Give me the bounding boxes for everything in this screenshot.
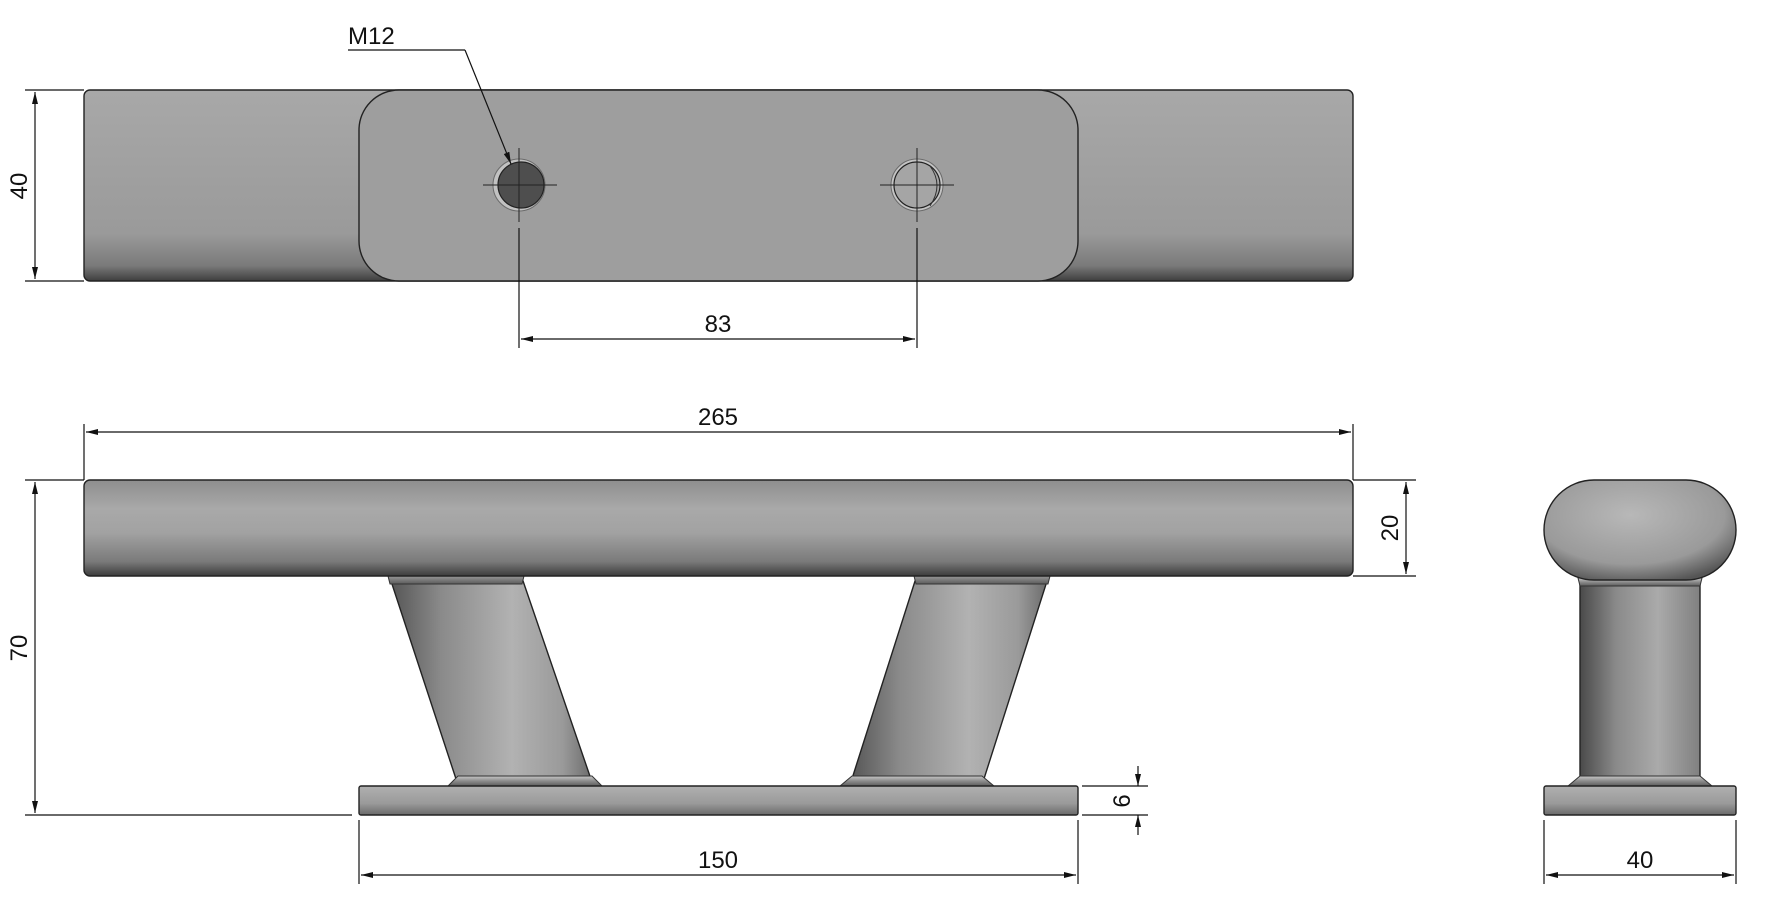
cleat-bar (83, 479, 1354, 577)
threaded-hole-right (880, 148, 954, 222)
dim-bar-thickness: 20 (1353, 479, 1416, 577)
dim-bar-thickness-label: 20 (1377, 515, 1404, 542)
base-plate (358, 785, 1079, 816)
top-view-mounting-pad (358, 89, 1079, 282)
dim-overall-height-label: 70 (6, 635, 33, 662)
cleat-leg-right (849, 577, 1049, 786)
side-cap (1543, 479, 1737, 581)
dim-base-thickness-label: 6 (1109, 794, 1136, 807)
dim-side-width-label: 40 (1627, 847, 1654, 874)
side-weld-bottom (1566, 775, 1714, 787)
thread-callout-label: M12 (348, 23, 395, 50)
cleat-leg-left (389, 577, 594, 786)
dim-hole-spacing: 83 (518, 228, 918, 348)
dim-base-length-label: 150 (698, 847, 738, 874)
dim-base-length: 150 (358, 820, 1079, 884)
side-column (1579, 579, 1701, 781)
dim-hole-spacing-label: 83 (705, 311, 732, 338)
dim-side-width: 40 (1543, 820, 1737, 884)
dim-base-thickness: 6 (1082, 766, 1148, 835)
weld-bottom-right (838, 775, 996, 787)
threaded-hole-left (483, 148, 557, 222)
dim-overall-length-label: 265 (698, 404, 738, 431)
dim-top-height: 40 (6, 89, 84, 282)
side-view: 40 (1543, 479, 1737, 884)
dim-top-height-label: 40 (6, 173, 33, 200)
dim-overall-height: 70 (6, 479, 352, 816)
dim-overall-length: 265 (83, 404, 1354, 480)
thread-callout: M12 (348, 23, 512, 165)
front-view: 265 70 20 6 150 (6, 404, 1416, 884)
top-view: M12 40 83 (6, 23, 1354, 348)
weld-bottom-left (446, 775, 604, 787)
side-base-plate (1543, 785, 1737, 816)
